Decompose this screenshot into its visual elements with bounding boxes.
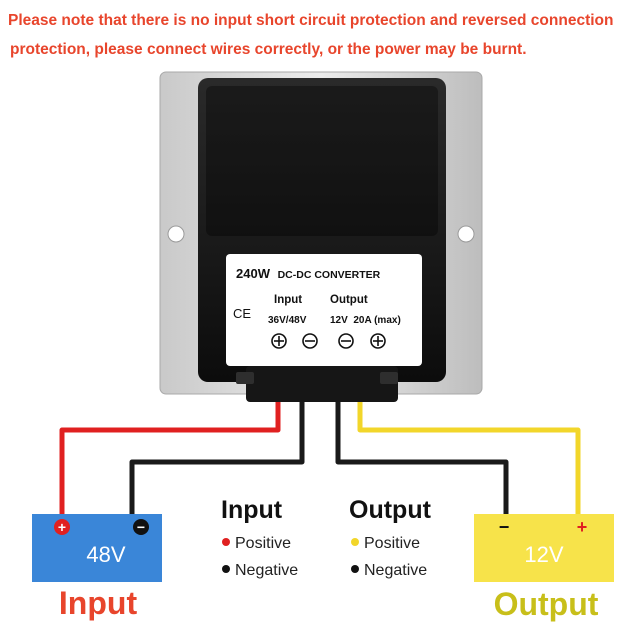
label-input-header: Input <box>274 294 302 306</box>
legend-output-positive: Positive <box>364 535 420 552</box>
input-negative-wire <box>129 390 305 516</box>
warning-line-1: Please note that there is no input short… <box>8 12 614 29</box>
minus-terminal-icon <box>338 333 354 349</box>
warning-notice: Please note that there is no input short… <box>8 6 636 64</box>
ce-mark: CE <box>233 306 251 321</box>
legend-dot-icon <box>222 538 230 546</box>
legend-output: Output Positive Negative <box>349 496 432 579</box>
legend-dot-icon <box>351 565 359 573</box>
converter-device: 240W DC-DC CONVERTER CE Input Output 36V… <box>159 71 483 402</box>
legend-output-negative: Negative <box>364 562 427 579</box>
output-caption: Output <box>494 586 599 622</box>
spec-label <box>226 254 422 366</box>
label-output-spec: 12V 20A (max) <box>330 315 401 326</box>
input-plus-sign: + <box>58 519 66 535</box>
model-text: 240W <box>236 266 271 281</box>
svg-text:240W DC-DC CONVERTER: 240W DC-DC CONVERTER <box>236 266 381 281</box>
output-minus-sign: − <box>499 517 510 537</box>
legend-dot-icon <box>222 565 230 573</box>
legend-dot-icon <box>351 538 359 546</box>
warning-line-2: protection, please connect wires correct… <box>10 41 527 58</box>
output-voltage: 12V <box>524 542 563 567</box>
body-highlight <box>206 86 438 236</box>
label-output-header: Output <box>330 294 368 306</box>
input-battery: + − 48V <box>32 514 162 582</box>
input-voltage: 48V <box>86 542 125 567</box>
converter-name: DC-DC CONVERTER <box>278 269 381 281</box>
output-negative-wire <box>335 390 509 516</box>
wires <box>59 390 581 516</box>
legend-input-title: Input <box>221 496 283 524</box>
input-minus-sign: − <box>137 519 145 535</box>
minus-terminal-icon <box>302 333 318 349</box>
legend-input-positive: Positive <box>235 535 291 552</box>
output-battery: − + 12V <box>474 514 614 582</box>
plus-terminal-icon <box>370 333 386 349</box>
input-caption: Input <box>59 585 138 621</box>
output-positive-wire <box>357 390 581 516</box>
input-positive-wire <box>59 390 281 516</box>
output-plus-sign: + <box>577 517 588 537</box>
mount-hole-icon <box>167 225 185 243</box>
label-input-spec: 36V/48V <box>268 315 307 326</box>
plus-terminal-icon <box>271 333 287 349</box>
wire-exit-block <box>246 366 398 402</box>
legend-output-title: Output <box>349 496 432 524</box>
legend-input-negative: Negative <box>235 562 298 579</box>
mount-hole-icon <box>457 225 475 243</box>
legend-input: Input Positive Negative <box>221 496 298 579</box>
